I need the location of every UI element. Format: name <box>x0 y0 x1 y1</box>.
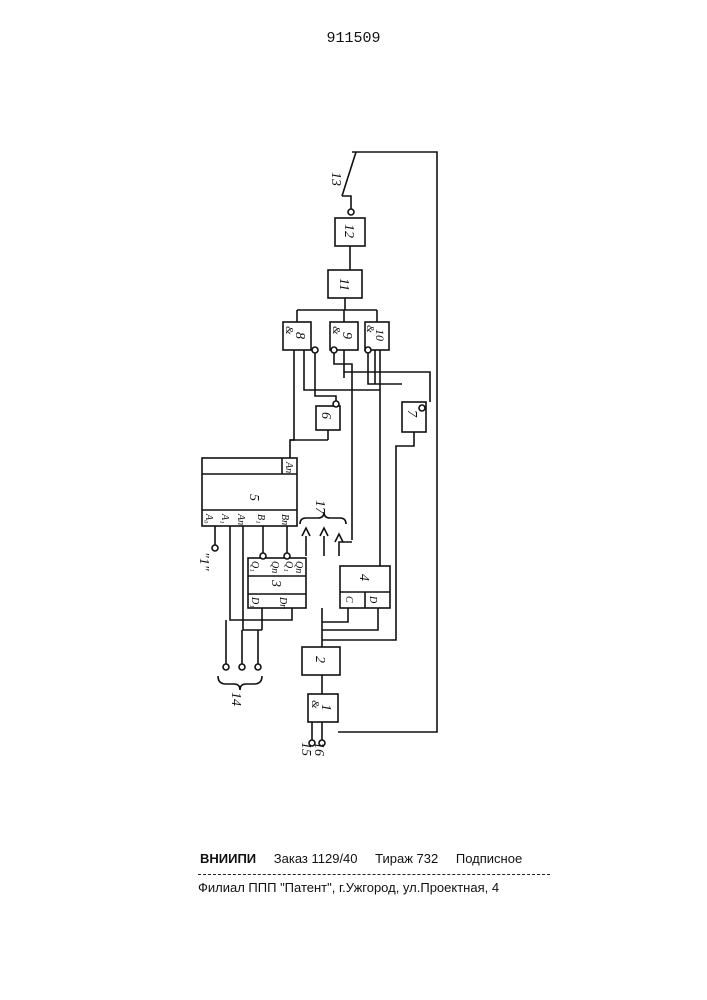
subscription-note: Подписное <box>456 851 522 866</box>
block-5-b1-label: B₁ <box>255 514 266 524</box>
block-3-dn-label: Dn <box>277 596 288 609</box>
block-5-a0-label: A₀ <box>203 513 214 524</box>
block-12-number: 12 <box>341 224 356 238</box>
block-5-an-label: An <box>235 513 246 525</box>
terminal-17-label: 17 <box>312 500 327 515</box>
publisher-name: ВНИИПИ <box>200 851 256 866</box>
block-6-number: 6 <box>318 412 333 419</box>
print-run: Тираж 732 <box>375 851 438 866</box>
order-number: Заказ 1129/40 <box>274 851 358 866</box>
block-3-qnb-label: Qn <box>293 561 304 573</box>
terminal-1-label: "1" <box>196 552 211 571</box>
block-2-number: 2 <box>312 656 327 663</box>
imprint-line: ВНИИПИ Заказ 1129/40 Тираж 732 Подписное <box>200 851 536 866</box>
block-3-q1b-label: Q₁ <box>283 561 294 572</box>
block-4-number: 4 <box>356 574 371 581</box>
block-5-a1-label: A₁ <box>219 513 230 524</box>
block-5-an-out-label: An <box>283 461 294 473</box>
block-1-number: 1 <box>318 704 333 711</box>
block-5-bn-label: Bn <box>279 514 290 525</box>
block-3-d1-label: D₁ <box>249 596 260 608</box>
terminal-15-label: 15 <box>298 742 313 756</box>
block-3-q1-label: Q₁ <box>249 561 260 572</box>
publisher-address: Филиал ППП "Патент", г.Ужгород, ул.Проек… <box>198 880 499 895</box>
block-5-number: 5 <box>246 494 261 501</box>
block-4-d-label: D <box>367 595 378 604</box>
block-8-number: 8 <box>292 332 307 339</box>
block-3-number: 3 <box>268 579 283 587</box>
terminal-13-label: 13 <box>328 172 343 186</box>
terminal-14-label: 14 <box>228 692 243 706</box>
block-11-number: 11 <box>336 278 351 291</box>
terminal-16-label: 16 <box>311 742 326 756</box>
block-4-c-label: C <box>343 596 354 603</box>
block-3-qn-label: Qn <box>269 561 280 573</box>
block-7-number: 7 <box>404 410 419 418</box>
block-9-number: 9 <box>339 332 354 339</box>
footer-divider <box>198 874 550 875</box>
block-10-number: 10 <box>373 329 387 341</box>
